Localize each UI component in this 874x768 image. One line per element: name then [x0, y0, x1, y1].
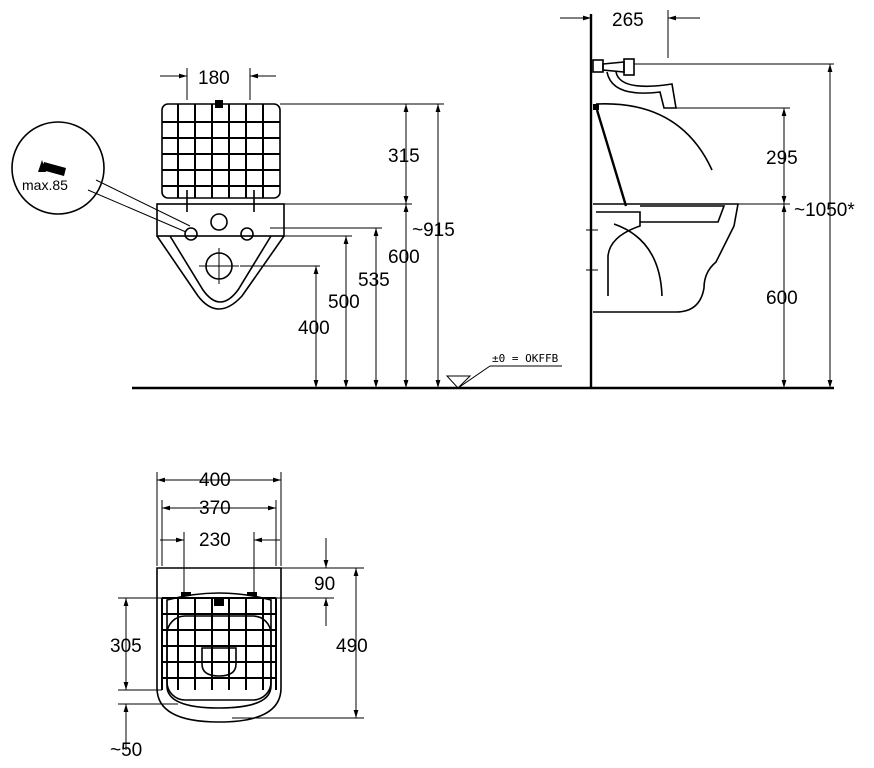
dim-50: ~50 [110, 740, 142, 761]
dim-230: 230 [199, 530, 231, 551]
top-view-dimensions [118, 472, 364, 750]
side-view-dimensions [560, 10, 834, 388]
dim-370: 370 [199, 498, 231, 519]
screw-length-label: max.85 [22, 177, 68, 193]
dim-90: 90 [314, 574, 335, 595]
dim-1050: ~1050* [794, 200, 855, 221]
floor-reference-label: ±0 = OKFFB [492, 352, 559, 365]
dim-500: 500 [328, 292, 360, 313]
front-view-wc [156, 100, 285, 310]
dim-265: 265 [612, 10, 644, 31]
dim-295: 295 [766, 148, 798, 169]
dim-315: 315 [388, 146, 420, 167]
dim-600-front: 600 [388, 247, 420, 268]
front-view-dimensions [160, 68, 444, 388]
floor-and-wall [132, 14, 834, 390]
dim-490: 490 [336, 636, 368, 657]
dim-535: 535 [358, 270, 390, 291]
side-view-wc [586, 58, 739, 313]
dim-305: 305 [110, 636, 142, 657]
dim-400-front: 400 [298, 318, 330, 339]
dim-600-side: 600 [766, 288, 798, 309]
dim-400-top: 400 [199, 470, 231, 491]
screw-detail [11, 121, 191, 233]
dim-180: 180 [198, 68, 230, 89]
top-view-wc [156, 567, 282, 723]
dim-915: ~915 [412, 220, 455, 241]
